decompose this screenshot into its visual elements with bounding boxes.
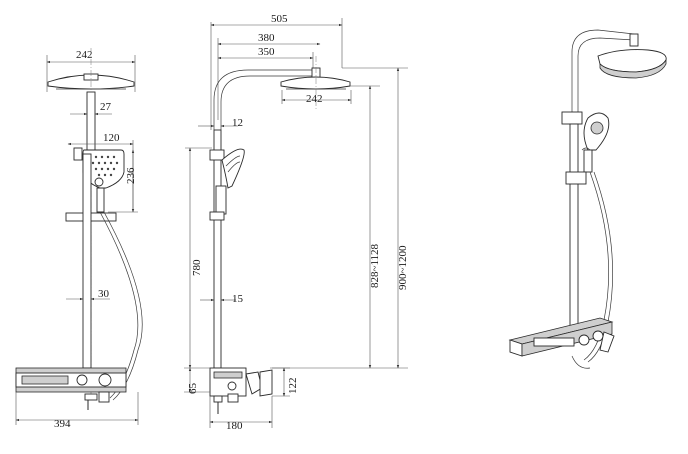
side-height-780-label: 780 [191,259,203,276]
side-head-width-label: 242 [306,93,323,105]
side-pipe-label: 12 [232,117,243,129]
front-upper-pipe [86,91,96,155]
handheld-shower-head [82,149,125,189]
side-arm-inner-label: 350 [258,46,275,58]
front-left-knob [76,374,88,386]
side-mixer-122-label: 122 [287,378,299,395]
front-head-width-label: 242 [76,49,93,61]
front-right-knob [98,373,112,387]
iso-main-bar [569,123,579,335]
front-bar-diameter-label: 30 [98,288,110,300]
side-shower-arm [213,69,316,130]
front-handheld-height-label: 236 [125,167,137,184]
front-pipe-offset-label: 27 [100,101,112,113]
side-main-bar [213,129,222,369]
iso-mixer-handle [599,331,615,353]
side-height-range-2-label: 900~1200 [397,245,409,290]
front-total-width-label: 394 [54,418,71,430]
side-mixer-depth-label: 180 [226,420,243,432]
side-bar-label: 15 [232,293,244,305]
handheld-nozzles [91,155,119,177]
front-handheld-width-label: 120 [103,132,120,144]
side-spout-65-label: 65 [187,383,199,395]
iso-shower-arm [571,29,635,112]
side-view: 505 380 350 242 12 [184,13,409,432]
perspective-view [508,29,667,369]
front-view: 242 27 120 236 [15,48,143,430]
iso-slider [565,171,587,185]
side-shower-head [280,76,351,90]
side-arm-reach-label: 380 [258,32,275,44]
front-main-bar [82,153,92,369]
iso-hose [583,171,609,361]
side-total-reach-label: 505 [271,13,288,25]
side-handheld-shower [221,148,245,189]
side-height-range-1-label: 828~1128 [369,243,381,288]
